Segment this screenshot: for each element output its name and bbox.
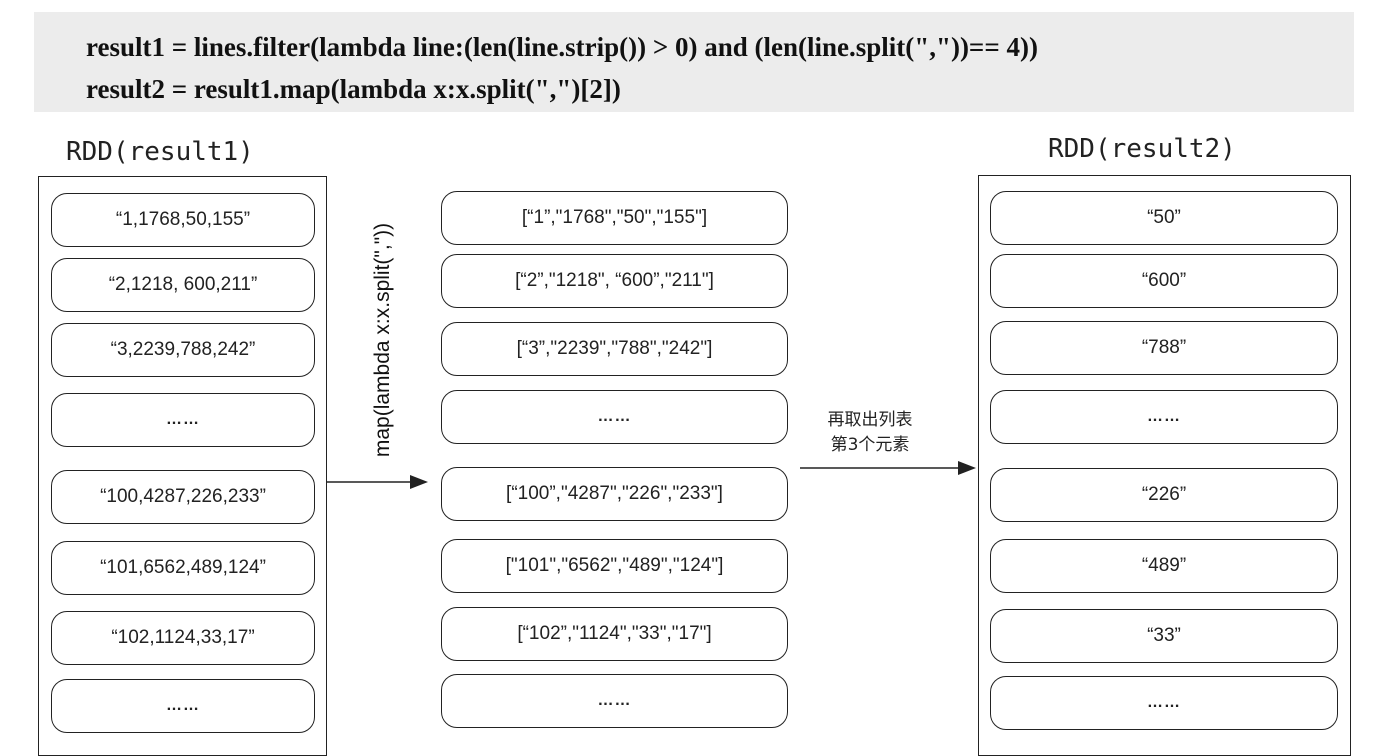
right-item-ellipsis: …… bbox=[990, 390, 1338, 444]
right-item: “33” bbox=[990, 609, 1338, 663]
right-item-ellipsis: …… bbox=[990, 676, 1338, 730]
map-arrow bbox=[327, 475, 428, 489]
transform-note-line-1: 再取出列表 bbox=[827, 410, 913, 430]
left-item-ellipsis: …… bbox=[51, 679, 315, 733]
right-item: “226” bbox=[990, 468, 1338, 522]
left-item: “101,6562,489,124” bbox=[51, 541, 315, 595]
middle-item: [“100”,"4287","226","233"] bbox=[441, 467, 788, 521]
left-rdd-title: RDD(result1) bbox=[66, 137, 254, 167]
middle-item: [“1”,"1768","50","155"] bbox=[441, 191, 788, 245]
middle-item-ellipsis: …… bbox=[441, 674, 788, 728]
middle-item-ellipsis: …… bbox=[441, 390, 788, 444]
transform-note: 再取出列表 第3个元素 bbox=[800, 408, 940, 458]
transform-note-line-2: 第3个元素 bbox=[830, 435, 910, 455]
right-item: “600” bbox=[990, 254, 1338, 308]
right-item: “489” bbox=[990, 539, 1338, 593]
middle-item: [“102”,"1124","33","17"] bbox=[441, 607, 788, 661]
middle-item: [“3”,"2239","788","242"] bbox=[441, 322, 788, 376]
middle-item: ["101","6562","489","124"] bbox=[441, 539, 788, 593]
right-item: “50” bbox=[990, 191, 1338, 245]
left-item: “2,1218, 600,211” bbox=[51, 258, 315, 312]
left-item: “100,4287,226,233” bbox=[51, 470, 315, 524]
code-line-2: result2 = result1.map(lambda x:x.split("… bbox=[86, 74, 621, 104]
left-item-ellipsis: …… bbox=[51, 393, 315, 447]
middle-item: [“2”,"1218", “600”,"211"] bbox=[441, 254, 788, 308]
extract-arrow bbox=[800, 461, 976, 475]
right-item: “788” bbox=[990, 321, 1338, 375]
code-block: result1 = lines.filter(lambda line:(len(… bbox=[34, 12, 1354, 112]
left-item: “1,1768,50,155” bbox=[51, 193, 315, 247]
right-rdd-title: RDD(result2) bbox=[1048, 134, 1236, 164]
code-line-1: result1 = lines.filter(lambda line:(len(… bbox=[86, 32, 1038, 62]
left-item: “3,2239,788,242” bbox=[51, 323, 315, 377]
left-item: “102,1124,33,17” bbox=[51, 611, 315, 665]
